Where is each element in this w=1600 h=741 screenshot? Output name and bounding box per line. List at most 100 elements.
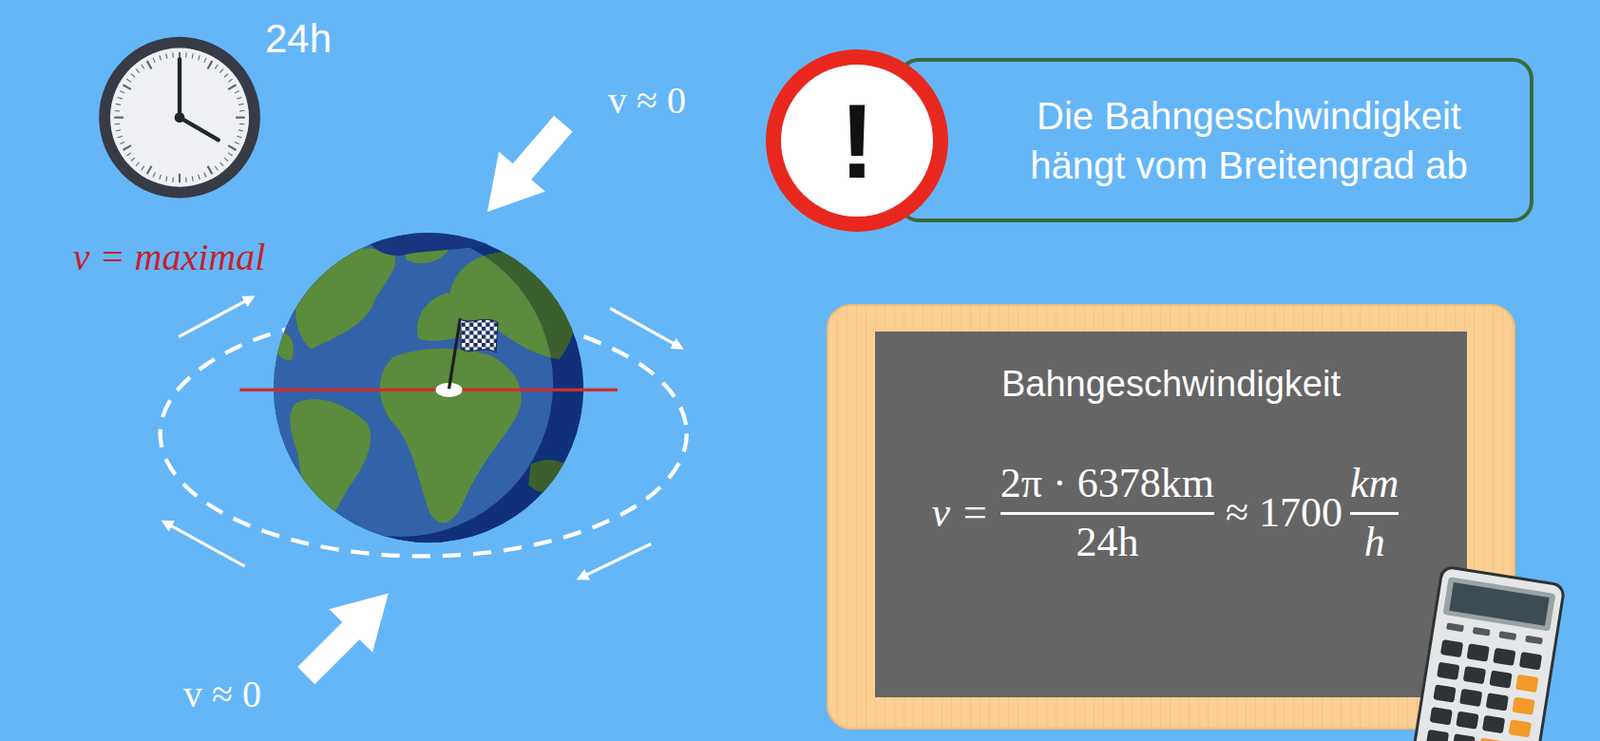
clock-tick (152, 57, 155, 63)
rotation-arrows-part (578, 544, 651, 580)
clock-tick (135, 162, 140, 167)
clock-tick (152, 172, 155, 178)
calculator-key (1432, 684, 1456, 703)
earth-globe-part (367, 231, 491, 256)
flag-marker-part (459, 319, 498, 352)
clock-icon (98, 37, 261, 199)
clock-tick (234, 91, 240, 94)
clock-tick (166, 176, 168, 182)
equator-line (239, 388, 617, 392)
calculator-key (1485, 692, 1509, 711)
clock-icon-part (174, 112, 186, 123)
unit-denominator: h (1364, 518, 1386, 568)
clock-tick (171, 177, 174, 183)
earth-globe-part-part (273, 240, 577, 536)
calculator-key (1446, 623, 1465, 633)
clock-tick (114, 116, 124, 119)
clock-tick (228, 145, 236, 151)
clock-tick (122, 145, 131, 151)
rotation-arrows-part (178, 297, 253, 338)
clock-tick (185, 52, 188, 58)
clock-tick (166, 53, 168, 58)
calculator-key (1492, 647, 1516, 667)
clock-tick (235, 116, 246, 119)
calculator-key (1508, 719, 1532, 738)
clock-tick (204, 57, 207, 63)
clock-tick (219, 69, 224, 74)
calculator-key (1472, 627, 1491, 637)
formula-result: ≈ 1700 (1225, 489, 1343, 538)
clock-tick (178, 173, 181, 184)
speed-label: v = maximal (73, 234, 267, 280)
clock-tick (147, 166, 153, 174)
clock-tick (208, 166, 213, 174)
calculator-key (1511, 697, 1535, 716)
rotation-arrows-part (163, 521, 246, 567)
earth-globe (273, 231, 584, 543)
calculator-key (1426, 729, 1449, 741)
pole-arrows-part (464, 103, 588, 232)
calculator-key (1436, 662, 1460, 681)
flag-marker-part (449, 318, 461, 389)
unit-numerator: km (1350, 459, 1399, 509)
calculator-key (1429, 706, 1453, 725)
clock-tick (114, 123, 120, 126)
clock-tick (159, 174, 162, 180)
earth-globe-part (273, 232, 584, 543)
calculator-key (1515, 674, 1539, 693)
clock-tick (141, 166, 145, 171)
clock-tick (191, 176, 193, 182)
clock-tick (238, 130, 244, 132)
clock-tick (234, 141, 240, 144)
clock-tick (198, 55, 201, 60)
clock-tick (141, 64, 145, 69)
calculator-bezel (1443, 576, 1557, 631)
clock-tick (171, 52, 174, 58)
chalkboard: Bahngeschwindigkeitv =2π · 6378km24h≈ 17… (875, 331, 1467, 698)
clock-tick (208, 60, 213, 69)
speed-label: v ≈ 0 (608, 77, 686, 123)
warning-text: Die Bahngeschwindigkeit hängt vom Breite… (1002, 91, 1497, 191)
numerator: 2π · 6378km (1000, 459, 1215, 509)
fraction-line (1350, 512, 1399, 515)
fraction-line (1000, 512, 1215, 515)
calculator-key (1488, 669, 1512, 688)
time-label: 24h (265, 16, 332, 62)
calculator-body (1411, 566, 1565, 741)
clock-tick (239, 110, 245, 113)
speed-label: v ≈ 0 (183, 671, 262, 717)
clock-tick (228, 84, 236, 90)
clock-tick (117, 135, 123, 138)
clock-tick (224, 157, 229, 162)
clock-icon-part (110, 48, 249, 188)
clock-tick (131, 74, 135, 78)
clock-tick (224, 74, 229, 78)
clock-tick (214, 64, 218, 69)
flag-marker (436, 318, 499, 398)
clock-tick (204, 172, 207, 178)
calculator-key (1455, 710, 1479, 729)
clock-tick (122, 84, 131, 90)
clock-tick (147, 60, 153, 69)
clock-tick (185, 177, 188, 183)
clock-icon-part (98, 37, 261, 199)
clock-tick (228, 152, 232, 156)
clock-icon-part (179, 117, 219, 141)
calculator-screen (1448, 582, 1549, 627)
pole-arrows-part (284, 571, 410, 698)
clock-tick (228, 78, 232, 82)
calculator-key (1466, 643, 1490, 662)
warning-mark: ! (838, 79, 875, 203)
clock-tick (131, 157, 135, 162)
clock-tick (159, 55, 162, 60)
clock-tick (236, 96, 242, 99)
chalkboard-frame: Bahngeschwindigkeitv =2π · 6378km24h≈ 17… (826, 304, 1516, 730)
clock-tick (214, 166, 218, 171)
calculator-case (1411, 566, 1565, 741)
note-box: Die Bahngeschwindigkeit hängt vom Breite… (897, 57, 1534, 223)
calculator-icon (1417, 574, 1580, 741)
clock-tick (219, 162, 224, 167)
formula: v =2π · 6378km24h≈ 1700kmh (932, 459, 1411, 567)
calculator-key (1452, 733, 1476, 741)
clock-tick (115, 130, 121, 132)
